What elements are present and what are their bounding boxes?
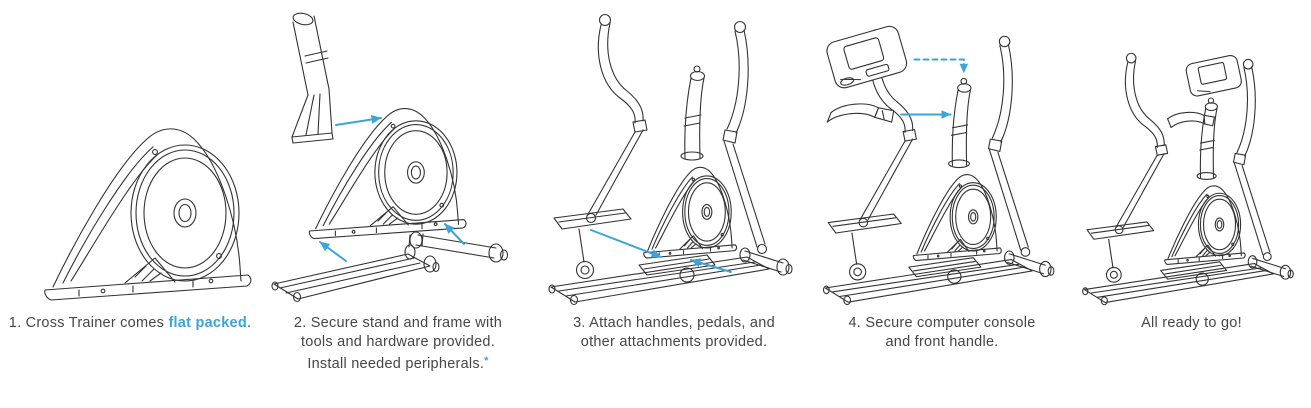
step-1-illustration-area: [0, 0, 260, 310]
assembly-arrow: [445, 224, 464, 244]
secure-console-and-front-handle-illustration: [814, 4, 1070, 306]
caption-line: 4. Secure computer console: [848, 315, 1036, 331]
caption-text: 1. Cross Trainer comes: [8, 315, 169, 331]
front-handle-part-drawing: [827, 104, 893, 122]
caption-line: 2. Secure stand and frame with: [293, 315, 503, 331]
step-3-illustration-area: [536, 0, 812, 310]
console-placement-arrow: [915, 59, 969, 72]
caption-line: and front handle.: [885, 334, 999, 350]
secure-stand-and-frame-illustration: [260, 4, 536, 306]
assembly-arrow: [320, 242, 346, 261]
step-3-panel: 3. Attach handles, pedals, and other att…: [536, 0, 812, 408]
mast-part-drawing: [292, 12, 333, 143]
caption-line: All ready to go!: [1141, 315, 1242, 331]
step-1-panel: 1. Cross Trainer comes flat packed.: [0, 0, 260, 408]
mounted-console-drawing: [1185, 54, 1243, 97]
step-2-caption: 2. Secure stand and frame with tools and…: [260, 314, 536, 374]
step-4-illustration-area: [812, 0, 1072, 310]
cross-trainer-flat-packed-illustration: [44, 128, 252, 301]
step-2-illustration-area: [260, 0, 536, 310]
assembled-machine-drawing: [1083, 53, 1294, 304]
step-4-panel: 4. Secure computer console and front han…: [812, 0, 1072, 408]
console-part-drawing: [825, 24, 909, 90]
step-5-caption: All ready to go!: [1072, 314, 1311, 333]
fully-assembled-illustration: [1074, 4, 1308, 306]
partially-assembled-machine-drawing: [549, 15, 792, 305]
step-5-illustration-area: [1072, 0, 1311, 310]
assembly-arrow: [691, 258, 731, 272]
assembly-arrow: [336, 115, 381, 125]
mounted-front-handle-drawing: [1168, 112, 1215, 127]
step-2-panel: 2. Secure stand and frame with tools and…: [260, 0, 536, 408]
caption-line: tools and hardware provided.: [300, 334, 495, 350]
stabilizer-bar-part-drawing: [409, 232, 508, 262]
flywheel-body-drawing: [308, 108, 467, 240]
assembly-arrow: [591, 230, 661, 257]
step-1-caption: 1. Cross Trainer comes flat packed.: [0, 314, 260, 333]
footnote-asterisk: *: [484, 355, 489, 367]
step-4-caption: 4. Secure computer console and front han…: [812, 314, 1072, 352]
step-5-panel: All ready to go!: [1072, 0, 1311, 408]
caption-line: other attachments provided.: [580, 334, 768, 350]
rail-stand-part-drawing: [272, 245, 439, 302]
caption-line: Install needed peripherals.*: [260, 352, 536, 374]
attach-handles-and-pedals-illustration: [539, 4, 809, 306]
step-3-caption: 3. Attach handles, pedals, and other att…: [536, 314, 812, 352]
caption-text: Install needed peripherals.: [307, 356, 485, 372]
caption-line: 3. Attach handles, pedals, and: [573, 315, 775, 331]
caption-highlight: flat packed: [168, 315, 247, 331]
caption-text: .: [246, 315, 252, 331]
